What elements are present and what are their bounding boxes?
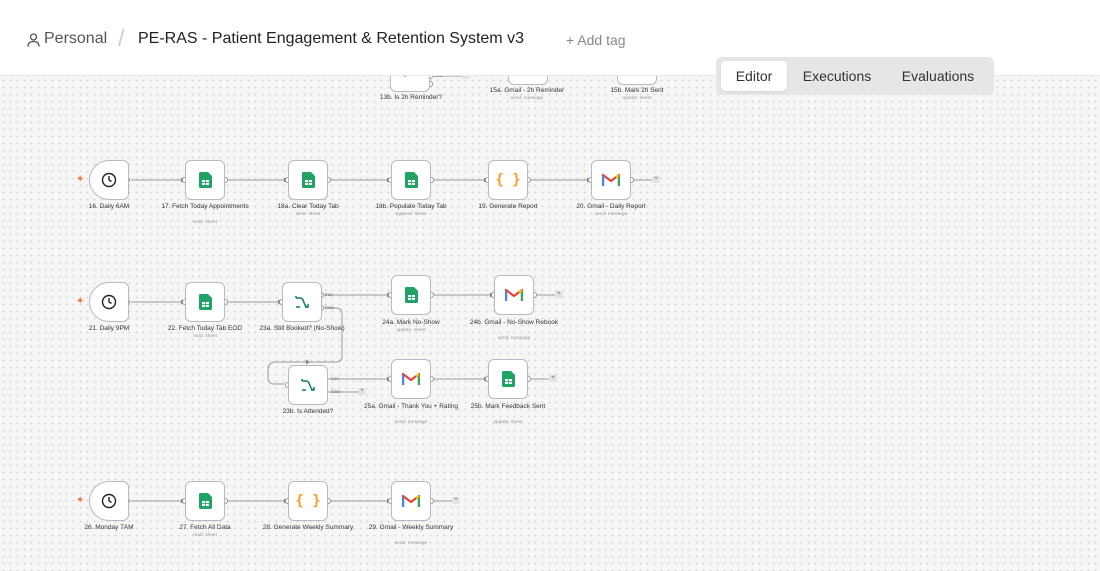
google-sheets-icon (501, 371, 515, 387)
node-label: 26. Monday 7AM (84, 524, 134, 531)
node-29-gmail-weekly-summary[interactable] (391, 481, 431, 521)
true-branch-flag: true (331, 376, 339, 381)
node-subtitle: read: sheet (192, 220, 217, 225)
node-label: 28. Generate Weekly Summary (262, 524, 354, 531)
node-subtitle: send: message (510, 96, 544, 101)
node-subtitle: update: sheet (622, 96, 652, 101)
view-tabs: Editor Executions Evaluations (716, 57, 994, 95)
trigger-bolt-icon: ✦ (76, 296, 85, 307)
node-label: 20. Gmail - Daily Report (576, 203, 646, 210)
add-node-plus[interactable]: + (549, 375, 557, 382)
google-sheets-icon (404, 287, 418, 303)
node-21-daily-9pm[interactable] (89, 282, 129, 322)
node-label: 18a. Clear Today Tab (277, 203, 339, 210)
add-node-plus[interactable]: + (452, 497, 460, 504)
breadcrumb-workspace[interactable]: Personal (44, 30, 108, 47)
node-16-daily-6am[interactable] (89, 160, 129, 200)
node-label: 13b. Is 2h Reminder? (379, 94, 443, 101)
node-subtitle: read: sheet (192, 334, 217, 339)
node-19-generate-report[interactable]: { } (488, 160, 528, 200)
gmail-icon (402, 372, 420, 385)
node-subtitle: clear: sheet (295, 212, 321, 217)
node-subtitle: update: sheet (396, 328, 426, 333)
node-label: 18b. Populate Today Tab (375, 203, 447, 210)
google-sheets-icon (404, 172, 418, 188)
workflow-header: Personal / PE-RAS - Patient Engagement &… (0, 0, 1100, 76)
gmail-icon (602, 173, 620, 186)
if-icon (301, 379, 315, 391)
node-label: 24a. Mark No-Show (382, 319, 440, 326)
node-28-generate-weekly-summary[interactable]: { } (288, 481, 328, 521)
tab-evaluations[interactable]: Evaluations (901, 68, 975, 84)
node-subtitle: send: message (394, 541, 428, 546)
node-label: 17. Fetch Today Appointments (161, 203, 249, 210)
node-label: 23a. Still Booked? (No-Show) (259, 325, 345, 332)
clock-icon (101, 172, 117, 188)
node-label: 23b. Is Attended? (282, 408, 334, 415)
tab-executions[interactable]: Executions (802, 68, 872, 84)
add-tag-button[interactable]: + Add tag (566, 32, 626, 48)
gmail-icon (505, 288, 523, 301)
node-label: 25b. Mark Feedback Sent (470, 403, 546, 410)
google-sheets-icon (301, 172, 315, 188)
node-subtitle: send: message (394, 420, 428, 425)
node-25a-gmail-thank-you[interactable] (391, 359, 431, 399)
node-subtitle: send: message (497, 336, 531, 341)
code-icon: { } (295, 493, 321, 509)
node-23a-still-booked[interactable] (282, 282, 322, 322)
node-25b-mark-feedback-sent[interactable] (488, 359, 528, 399)
breadcrumb-separator: / (118, 25, 125, 52)
google-sheets-icon (198, 172, 212, 188)
trigger-bolt-icon: ✦ (76, 495, 85, 506)
node-20-gmail-daily-report[interactable] (591, 160, 631, 200)
gmail-icon (402, 494, 420, 507)
node-subtitle: append: sheet (395, 212, 427, 217)
node-24a-mark-no-show[interactable] (391, 275, 431, 315)
false-branch-flag: false (331, 389, 341, 394)
node-23b-is-attended[interactable] (288, 365, 328, 405)
add-node-plus[interactable]: + (555, 291, 563, 298)
node-18b-populate-today-tab[interactable] (391, 160, 431, 200)
node-17-fetch-today-appointments[interactable] (185, 160, 225, 200)
person-icon (27, 33, 40, 47)
trigger-bolt-icon: ✦ (76, 174, 85, 185)
true-branch-flag: true (325, 292, 333, 297)
if-icon (295, 296, 309, 308)
node-26-monday-7am[interactable] (89, 481, 129, 521)
node-subtitle: update: sheet (493, 420, 523, 425)
node-label: 22. Fetch Today Tab EOD (167, 325, 243, 332)
google-sheets-icon (198, 294, 212, 310)
node-label: 21. Daily 9PM (88, 325, 130, 332)
node-24b-gmail-no-show-rebook[interactable] (494, 275, 534, 315)
node-27-fetch-all-data[interactable] (185, 481, 225, 521)
node-label: 16. Daily 6AM (88, 203, 130, 210)
add-node-plus[interactable]: + (652, 176, 660, 183)
workflow-title[interactable]: PE-RAS - Patient Engagement & Retention … (138, 30, 524, 47)
node-label: 24b. Gmail - No-Show Rebook (469, 319, 559, 326)
node-label: 29. Gmail - Weekly Summary (368, 524, 454, 531)
node-label: 25a. Gmail - Thank You + Rating (363, 403, 458, 410)
clock-icon (101, 294, 117, 310)
node-label: 15b. Mark 2h Sent (610, 87, 664, 94)
code-icon: { } (495, 172, 521, 188)
google-sheets-icon (198, 493, 212, 509)
node-subtitle: read: sheet (192, 533, 217, 538)
node-label: 15a. Gmail - 2h Reminder (489, 87, 565, 94)
node-18a-clear-today-tab[interactable] (288, 160, 328, 200)
clock-icon (101, 493, 117, 509)
node-label: 27. Fetch All Data (179, 524, 231, 531)
node-label: 19. Generate Report (478, 203, 538, 210)
false-branch-flag: false (325, 305, 335, 310)
add-node-plus[interactable]: + (358, 388, 366, 395)
node-22-fetch-today-tab-eod[interactable] (185, 282, 225, 322)
tab-editor[interactable]: Editor (721, 61, 787, 91)
node-subtitle: send: message (594, 212, 628, 217)
